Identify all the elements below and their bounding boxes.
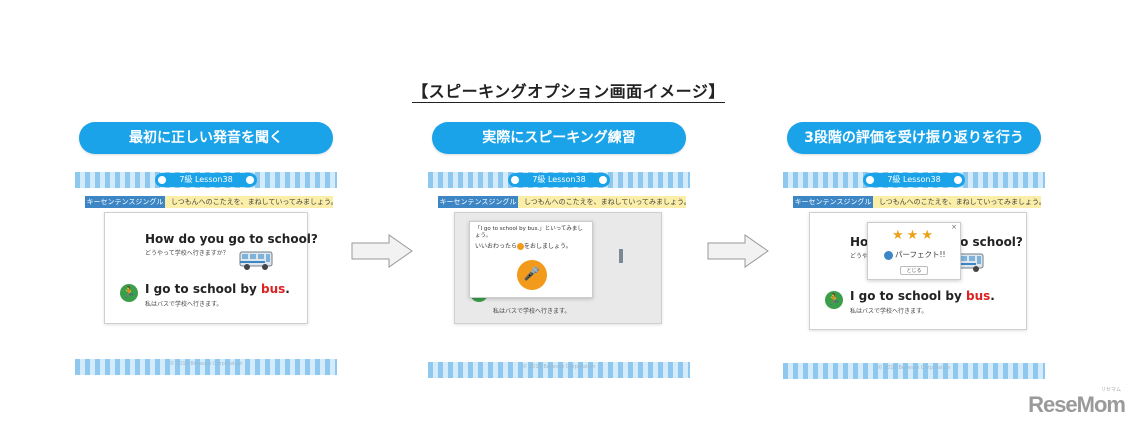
- category-badge: キーセンテンスジングル: [438, 196, 518, 208]
- close-icon[interactable]: ×: [951, 223, 957, 231]
- dot-icon: [158, 176, 166, 184]
- dot-icon: [599, 176, 607, 184]
- star-rating: ★★★: [892, 228, 936, 243]
- answer-jp: 私はバスで学校へ行きます。: [850, 308, 928, 315]
- mascot-icon: [884, 250, 893, 260]
- dot-icon: [246, 176, 254, 184]
- panel-review: 3段階の評価を受け振り返りを行う 7級 Lesson38 キーセンテンスジングル…: [783, 122, 1045, 379]
- footer-text: © 2019 Benesse Corporation: [169, 361, 243, 367]
- panel-heading: 3段階の評価を受け振り返りを行う: [787, 122, 1041, 154]
- footer-stripe: [75, 359, 337, 375]
- question-jp: どうやって学校へ行きますか？: [145, 250, 229, 257]
- panel-heading: 最初に正しい発音を聞く: [79, 122, 333, 154]
- mic-mini-icon: [517, 243, 525, 250]
- footer-stripe: [428, 362, 690, 378]
- panel-listen: 最初に正しい発音を聞く 7級 Lesson38 キーセンテンスジングル しつもん…: [75, 122, 337, 378]
- footer-text: © 2019 Benesse Corporation: [522, 364, 596, 370]
- bus-icon: [239, 251, 273, 270]
- speaking-hint: いいおわったらをおしましょう。: [475, 243, 572, 250]
- lesson-card: How do you go to school? どうやって学校へ行きますか？ …: [104, 212, 318, 324]
- footer-stripe: [783, 363, 1045, 379]
- lesson-tag: 7級 Lesson38: [508, 173, 610, 187]
- instruction-text: しつもんへのこたえを、まねしていってみましょう。: [873, 196, 1041, 208]
- question-text: How do you go to school?: [145, 232, 318, 246]
- result-popup: × ★★★ パーフェクト!! とじる: [867, 222, 961, 280]
- category-badge: キーセンテンスジングル: [793, 196, 873, 208]
- speaking-popup: 「I go to school by bus.」といってみましょう。 いいおわっ…: [469, 221, 593, 298]
- lesson-tag: 7級 Lesson38: [155, 173, 257, 187]
- mic-button[interactable]: 🎤: [517, 260, 547, 290]
- category-badge: キーセンテンスジングル: [85, 196, 165, 208]
- result-label: パーフェクト!!: [884, 249, 946, 260]
- panel-heading: 実際にスピーキング練習: [432, 122, 686, 154]
- answer-jp: 私はバスで学校へ行きます。: [145, 301, 223, 308]
- speaking-prompt: 「I go to school by bus.」といってみましょう。: [475, 226, 583, 239]
- lesson-tag: 7級 Lesson38: [863, 173, 965, 187]
- walk-icon[interactable]: 🏃: [825, 291, 843, 309]
- dot-icon: [866, 176, 874, 184]
- answer-text: I go to school by bus.: [145, 282, 290, 296]
- answer-jp: 私はバスで学校へ行きます。: [493, 308, 571, 315]
- arrow-right-icon: [707, 234, 769, 268]
- answer-text: I go to school by bus.: [850, 289, 995, 303]
- footer-text: © 2019 Benesse Corporation: [877, 365, 951, 371]
- panel-practice: 実際にスピーキング練習 7級 Lesson38 キーセンテンスジングル しつもん…: [428, 122, 690, 378]
- instruction-text: しつもんへのこたえを、まねしていってみましょう。: [165, 196, 333, 208]
- arrow-right-icon: [351, 234, 413, 268]
- close-button[interactable]: とじる: [900, 266, 928, 275]
- dot-icon: [954, 176, 962, 184]
- page-title: 【スピーキングオプション画面イメージ】: [412, 82, 725, 103]
- walk-icon[interactable]: 🏃: [120, 284, 138, 302]
- instruction-text: しつもんへのこたえを、まねしていってみましょう。: [518, 196, 686, 208]
- bus-icon-partial: [619, 249, 623, 263]
- dot-icon: [511, 176, 519, 184]
